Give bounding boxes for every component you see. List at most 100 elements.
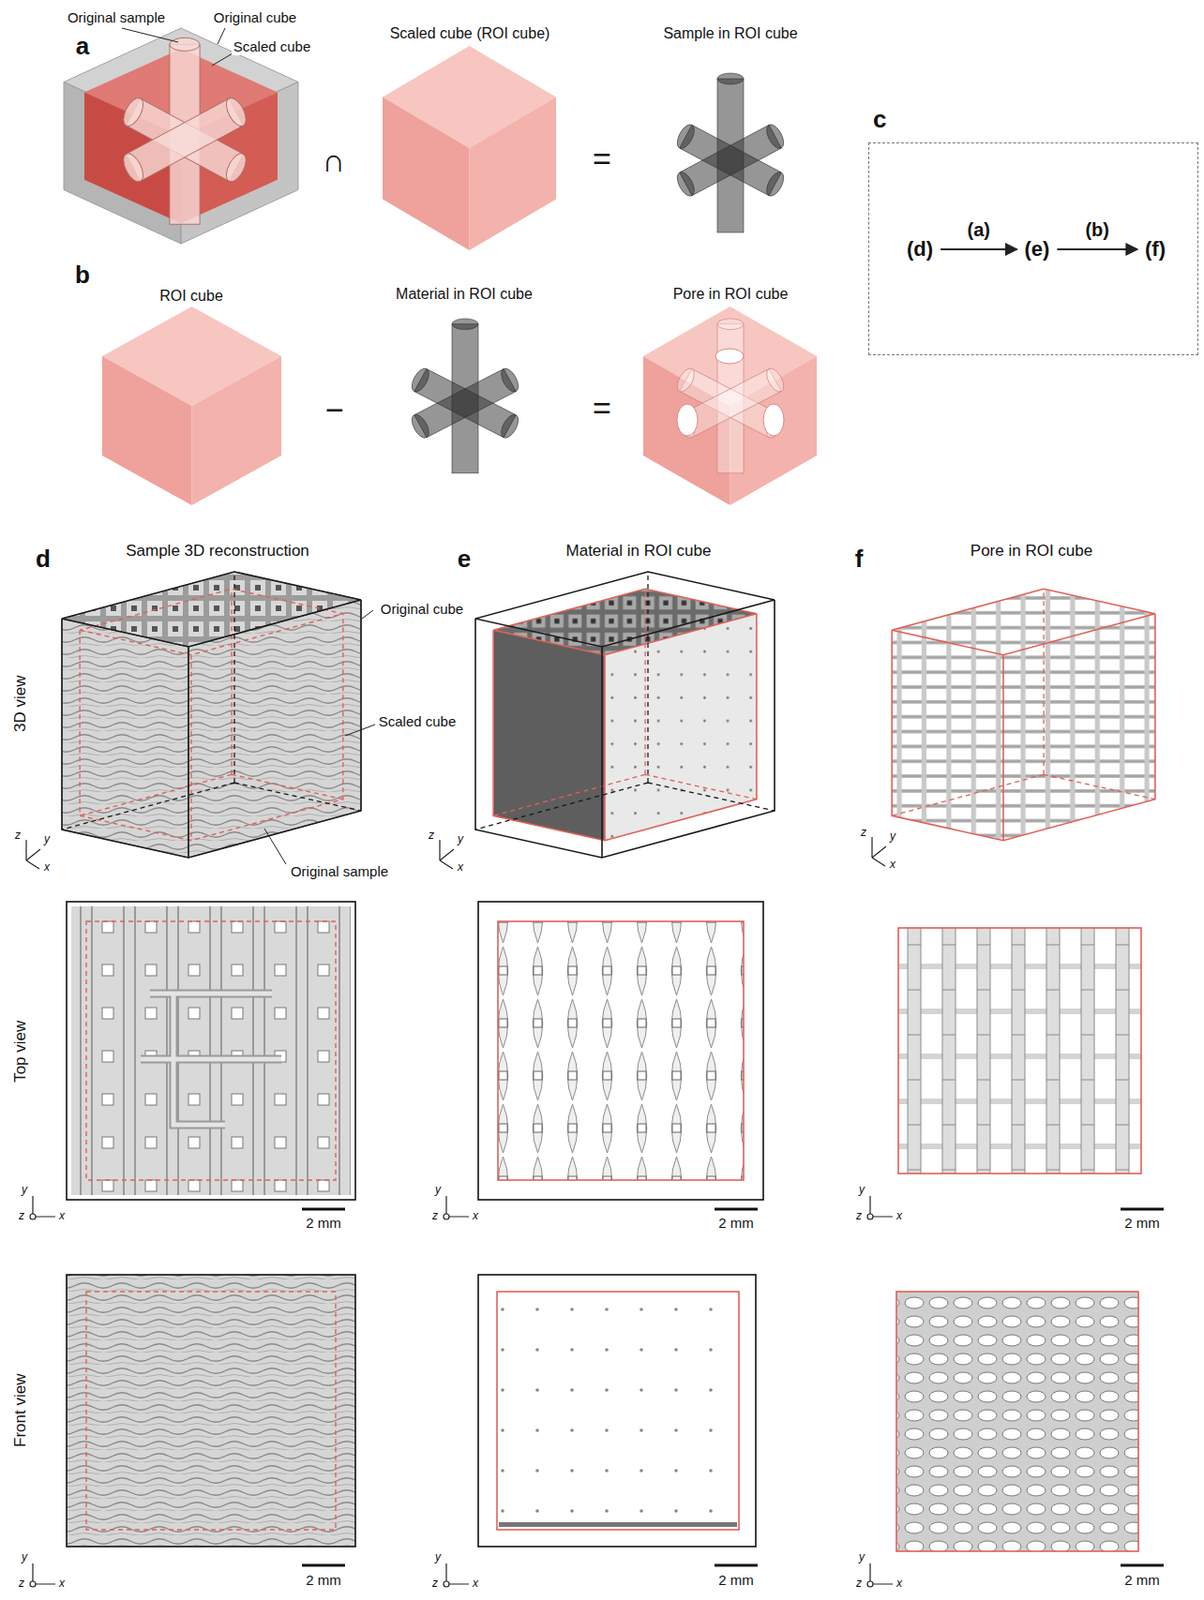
pore-opening bbox=[763, 404, 784, 437]
text-label: − bbox=[325, 391, 345, 429]
panel-letter: e bbox=[457, 545, 471, 574]
roi-cube bbox=[102, 306, 282, 506]
scale-label: 2 mm bbox=[718, 1572, 754, 1589]
axis-origin bbox=[443, 1581, 450, 1588]
scale-bar bbox=[301, 1208, 346, 1212]
panel-letter: c bbox=[872, 105, 887, 135]
scale-label: 2 mm bbox=[1124, 1215, 1160, 1232]
text-label: Pore in ROI cube bbox=[970, 541, 1093, 561]
material-3d bbox=[475, 571, 775, 858]
text-label: Pore in ROI cube bbox=[673, 285, 789, 303]
axis-label: y bbox=[457, 833, 464, 847]
scaled-cube-frame bbox=[891, 588, 1156, 841]
material-in-roi bbox=[408, 318, 523, 474]
axis-label: z bbox=[15, 829, 21, 843]
sample-3d bbox=[61, 571, 362, 858]
text-label: Material in ROI cube bbox=[395, 285, 533, 303]
leader-line bbox=[121, 28, 179, 43]
axis-origin bbox=[867, 1581, 873, 1588]
axis-label: x bbox=[59, 1578, 65, 1592]
material-front bbox=[478, 1275, 756, 1548]
text-label: ∩ bbox=[322, 142, 346, 180]
leader-line bbox=[264, 828, 286, 865]
scale-bar bbox=[1120, 1565, 1164, 1568]
axis-label: z bbox=[856, 1578, 862, 1592]
pore-front bbox=[896, 1292, 1139, 1552]
axis-origin bbox=[30, 1581, 36, 1588]
text-label: = bbox=[592, 140, 612, 178]
scaled-frame bbox=[898, 928, 1142, 1174]
edge-label: (b) bbox=[1084, 219, 1110, 241]
flow-arrow bbox=[940, 248, 1018, 251]
material-top bbox=[478, 902, 764, 1201]
axis-label: x bbox=[457, 861, 464, 875]
flow-step: (d) bbox=[902, 235, 938, 263]
scale-label: 2 mm bbox=[718, 1215, 754, 1232]
axis-origin bbox=[30, 1214, 36, 1220]
axis-label: y bbox=[435, 1184, 441, 1198]
axis-label: z bbox=[18, 1578, 25, 1592]
leader-lines bbox=[264, 610, 376, 865]
axis-lines bbox=[446, 1564, 469, 1585]
pore-top bbox=[898, 928, 1142, 1174]
scaled-cube-frame bbox=[79, 588, 344, 841]
sample-front bbox=[66, 1275, 356, 1548]
text-label: Original sample bbox=[290, 863, 389, 880]
axis-label: y bbox=[435, 1551, 441, 1566]
leader-lines bbox=[121, 28, 233, 66]
defect-strand bbox=[140, 993, 282, 1126]
sample-top bbox=[66, 902, 356, 1201]
axis-label: x bbox=[472, 1210, 479, 1224]
panel-letter: f bbox=[855, 545, 864, 574]
original-frame bbox=[478, 1275, 756, 1548]
flow-step: (f) bbox=[1140, 235, 1171, 263]
axis-label: z bbox=[856, 1210, 862, 1224]
flow-arrow bbox=[1056, 248, 1138, 251]
axis-label: y bbox=[889, 830, 896, 844]
scaled-frame bbox=[86, 921, 336, 1181]
cube-face bbox=[891, 630, 1004, 841]
row-label: Front view bbox=[11, 1374, 31, 1448]
text-label: = bbox=[592, 390, 612, 427]
scaled-frame bbox=[86, 1292, 336, 1531]
axis-lines bbox=[872, 837, 887, 867]
axis-origin bbox=[443, 1214, 450, 1220]
text-label: Material in ROI cube bbox=[566, 541, 712, 561]
leader-line bbox=[211, 53, 233, 66]
axis-label: z bbox=[428, 829, 435, 843]
panel-letter: b bbox=[75, 261, 91, 290]
scaled-frame bbox=[497, 921, 744, 1181]
pore-cylinders bbox=[674, 318, 788, 474]
axis-lines bbox=[870, 1196, 893, 1218]
axis-lines bbox=[439, 840, 454, 870]
pore-opening bbox=[715, 348, 744, 364]
row-label: Top view bbox=[11, 1021, 31, 1084]
axis-label: z bbox=[432, 1578, 438, 1592]
sample-cylinders bbox=[120, 37, 251, 225]
text-label: Scaled cube bbox=[231, 38, 314, 55]
row-label: 3D view bbox=[11, 676, 31, 733]
axis-label: y bbox=[44, 833, 50, 847]
pore-opening bbox=[677, 404, 698, 437]
defect-strand bbox=[140, 993, 282, 1126]
axis-label: y bbox=[858, 1184, 865, 1198]
original-frame bbox=[66, 1275, 356, 1548]
axis-label: z bbox=[432, 1210, 438, 1224]
axis-lines bbox=[32, 1196, 56, 1218]
pore-3d bbox=[891, 588, 1156, 841]
cube-face bbox=[61, 618, 189, 858]
flow-step: (e) bbox=[1020, 235, 1055, 263]
axis-label: x bbox=[472, 1578, 479, 1592]
cube-face bbox=[891, 588, 1156, 655]
axis-label: x bbox=[889, 858, 896, 873]
axis-label: x bbox=[59, 1210, 65, 1224]
edge-label: (a) bbox=[967, 219, 991, 241]
scale-label: 2 mm bbox=[1124, 1572, 1160, 1589]
leader-line bbox=[217, 28, 226, 45]
flow-step-label: (d) bbox=[906, 237, 934, 261]
base-layer bbox=[498, 1522, 738, 1528]
roi-cube bbox=[382, 45, 557, 251]
scaled-frame bbox=[496, 1292, 739, 1531]
dashed-frame: c(d)(e)(f) bbox=[868, 142, 1199, 356]
axis-label: y bbox=[858, 1551, 865, 1566]
